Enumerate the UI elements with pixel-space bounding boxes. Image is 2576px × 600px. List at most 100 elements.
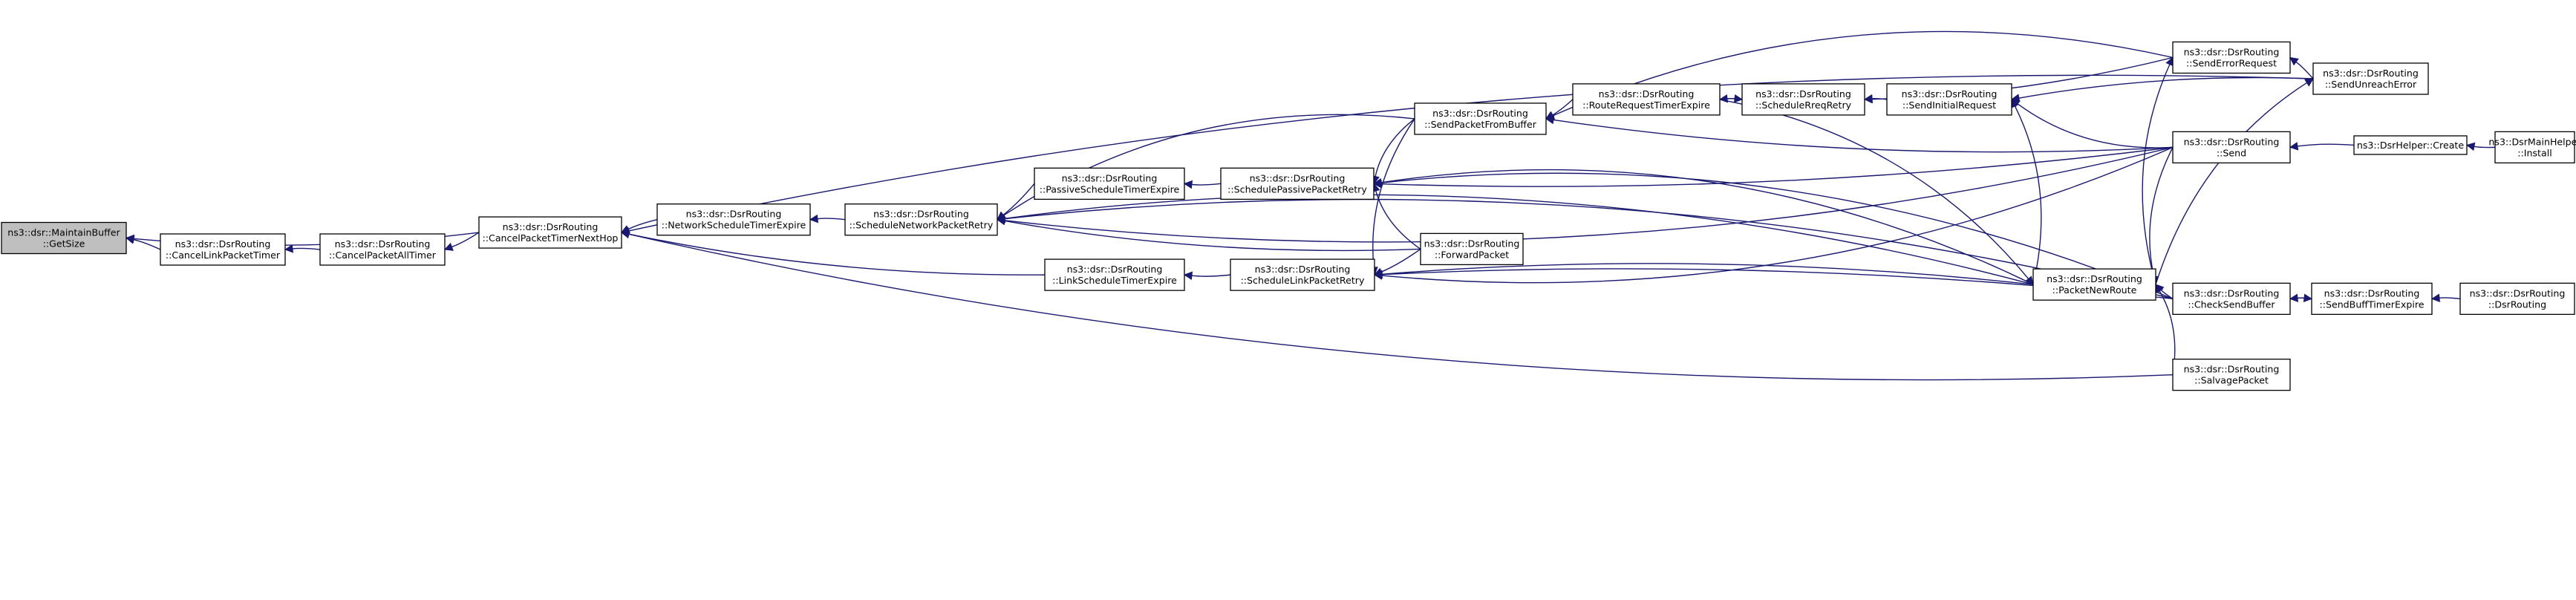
graph-node-cancelall[interactable]: ns3::dsr::DsrRouting::CancelPacketAllTim…: [319, 233, 446, 266]
arrowhead: [809, 214, 819, 224]
graph-node-passsched[interactable]: ns3::dsr::DsrRouting::PassiveScheduleTim…: [1034, 167, 1185, 200]
node-label-line: ::SendBuffTimerExpire: [2319, 299, 2424, 310]
call-edge-line: [451, 232, 480, 248]
node-box: [2172, 131, 2291, 164]
node-box: [2459, 282, 2575, 316]
call-edge-line: [1553, 119, 2174, 153]
node-label-line: ::SendUnreachError: [2325, 79, 2417, 90]
arrowhead: [1183, 180, 1193, 189]
node-label-line: ::SendErrorRequest: [2186, 57, 2277, 68]
node-label-line: ns3::dsr::DsrRouting: [2184, 287, 2280, 299]
graph-node-senderr[interactable]: ns3::dsr::DsrRouting::SendErrorRequest: [2172, 41, 2291, 74]
node-label-line: ::CancelPacketTimerNextHop: [483, 232, 619, 244]
graph-node-forward[interactable]: ns3::dsr::DsrRouting::ForwardPacket: [1420, 232, 1524, 266]
node-label-line: ns3::DsrHelper::Create: [2357, 140, 2464, 151]
call-edge-line: [1191, 274, 1231, 277]
call-edge-line: [1552, 30, 2174, 117]
call-graph-edges: [125, 30, 2496, 381]
graph-node-cancelnext[interactable]: ns3::dsr::DsrRouting::CancelPacketTimerN…: [478, 216, 622, 249]
graph-node-salvage[interactable]: ns3::dsr::DsrRouting::SalvagePacket: [2172, 359, 2291, 391]
graph-node-sendinit[interactable]: ns3::dsr::DsrRouting::SendInitialRequest: [1886, 83, 2012, 116]
arrowhead: [1372, 178, 1383, 187]
node-label-line: ns3::dsr::DsrRouting: [686, 209, 782, 220]
call-edge-line: [1380, 172, 2174, 300]
graph-node-schedlink[interactable]: ns3::dsr::DsrRouting::ScheduleLinkPacket…: [1230, 258, 1375, 291]
call-edge-line: [627, 219, 658, 230]
arrowhead: [284, 244, 294, 253]
graph-node-netsched[interactable]: ns3::dsr::DsrRouting::NetworkScheduleTim…: [656, 203, 811, 236]
node-box: [160, 233, 286, 266]
call-edge: [620, 229, 1046, 275]
call-edge: [2011, 99, 2174, 149]
call-edge: [1183, 271, 1231, 281]
call-edge-line: [292, 247, 321, 250]
call-edge-line: [1381, 146, 2174, 284]
arrowhead: [996, 214, 1006, 224]
call-edge-line: [133, 238, 161, 250]
call-edge: [284, 244, 321, 253]
node-box: [1886, 83, 2012, 116]
call-edge: [620, 229, 2174, 381]
graph-node-linksched[interactable]: ns3::dsr::DsrRouting::LinkScheduleTimerE…: [1044, 258, 1185, 291]
node-label-line: ::SalvagePacket: [2194, 375, 2269, 386]
node-label-line: ns3::dsr::DsrRouting: [2323, 68, 2419, 79]
graph-node-schedpass[interactable]: ns3::dsr::DsrRouting::SchedulePassivePac…: [1220, 167, 1375, 200]
node-label-line: ::Send: [2217, 147, 2246, 158]
call-edge: [1372, 169, 2034, 285]
node-box: [1230, 258, 1375, 291]
graph-node-send[interactable]: ns3::dsr::DsrRouting::Send: [2172, 131, 2291, 164]
graph-node-sendbuf[interactable]: ns3::dsr::DsrRouting::SendPacketFromBuff…: [1414, 102, 1547, 135]
node-label-line: ::CancelLinkPacketTimer: [166, 250, 281, 261]
call-edge-line: [2017, 103, 2174, 149]
node-box: [844, 203, 998, 236]
node-label-line: ::RouteRequestTimerExpire: [1582, 100, 1710, 111]
node-label-line: ns3::dsr::DsrRouting: [503, 221, 599, 232]
call-edge-line: [2142, 64, 2171, 285]
node-box: [2312, 62, 2429, 95]
node-label-line: ::DsrRouting: [2488, 299, 2546, 310]
node-label-line: ns3::dsr::DsrRouting: [1067, 264, 1163, 275]
graph-node-sendbufte[interactable]: ns3::dsr::DsrRouting::SendBuffTimerExpir…: [2311, 282, 2433, 316]
call-edge-line: [1719, 99, 2029, 279]
call-edge-line: [1004, 198, 2174, 300]
graph-node-schednet[interactable]: ns3::dsr::DsrRouting::ScheduleNetworkPac…: [844, 203, 998, 236]
node-box: [2172, 359, 2291, 391]
arrowhead: [125, 234, 134, 244]
node-box: [1, 221, 127, 255]
call-edge: [2289, 142, 2355, 151]
node-label-line: ::CheckSendBuffer: [2188, 299, 2275, 310]
graph-node-pnr[interactable]: ns3::dsr::DsrRouting::PacketNewRoute: [2032, 268, 2156, 301]
graph-node-install[interactable]: ns3::DsrMainHelper::Install: [2488, 131, 2576, 164]
node-label-line: ns3::dsr::DsrRouting: [2184, 364, 2280, 375]
call-edge: [443, 232, 480, 251]
node-label-line: ns3::dsr::DsrRouting: [2470, 287, 2566, 299]
node-box: [2311, 282, 2433, 316]
graph-node-rrte[interactable]: ns3::dsr::DsrRouting::RouteRequestTimerE…: [1572, 83, 1721, 116]
node-label-line: ns3::dsr::DsrRouting: [1062, 172, 1158, 183]
graph-node-schedreq[interactable]: ns3::dsr::DsrRouting::ScheduleRreqRetry: [1741, 83, 1865, 116]
arrowhead: [1545, 115, 1555, 125]
graph-node-checksend[interactable]: ns3::dsr::DsrRouting::CheckSendBuffer: [2172, 282, 2291, 316]
node-label-line: ::SendPacketFromBuffer: [1424, 119, 1537, 130]
arrowhead: [1863, 94, 1873, 104]
graph-node-cancellink[interactable]: ns3::dsr::DsrRouting::CancelLinkPacketTi…: [160, 233, 286, 266]
arrowhead: [2465, 142, 2476, 151]
graph-node-dsrrouting[interactable]: ns3::dsr::DsrRouting::DsrRouting: [2459, 282, 2575, 316]
node-box: [1572, 83, 1721, 116]
call-edge: [1372, 172, 2174, 300]
node-label-line: ::ScheduleLinkPacketRetry: [1241, 275, 1365, 286]
graph-node-unreach[interactable]: ns3::dsr::DsrRouting::SendUnreachError: [2312, 62, 2429, 95]
arrowhead: [2303, 293, 2313, 303]
call-edge: [2155, 78, 2314, 285]
call-edge: [809, 214, 846, 224]
call-edge: [996, 198, 2174, 300]
call-edge: [2289, 293, 2313, 303]
call-edge: [2430, 293, 2461, 303]
node-label-line: ::ScheduleNetworkPacketRetry: [850, 220, 994, 231]
call-edge-line: [2289, 297, 2305, 300]
graph-node-create[interactable]: ns3::DsrHelper::Create: [2353, 135, 2468, 155]
arrowhead: [620, 229, 630, 239]
node-label-line: ::SendInitialRequest: [1902, 100, 1996, 111]
node-label-line: ns3::dsr::DsrRouting: [2047, 273, 2142, 284]
